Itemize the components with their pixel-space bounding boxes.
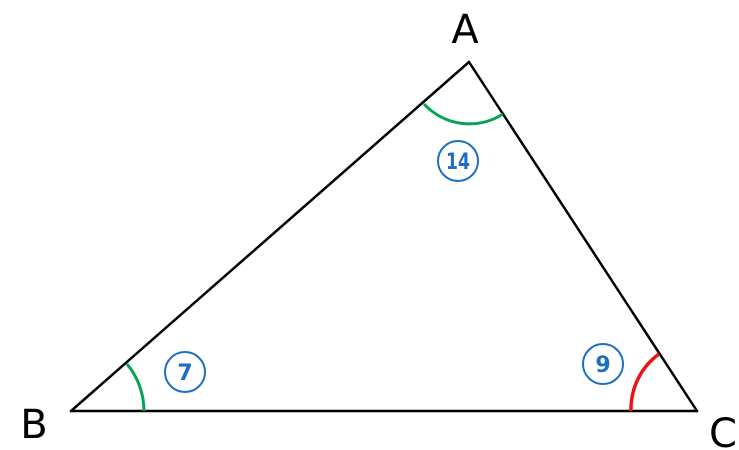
angle-number-b: 7 [177, 361, 192, 386]
vertex-label-b: B [20, 402, 47, 448]
side-ab [69, 60, 471, 413]
angle-marker-a: 14 [437, 140, 479, 182]
angle-arc-a [422, 102, 504, 126]
angle-arc-c [629, 352, 661, 412]
vertex-label-a: A [451, 7, 479, 53]
angle-circle-c [582, 343, 624, 385]
angle-circle-a [437, 140, 479, 182]
side-ac [467, 60, 699, 413]
angle-circle-b [164, 351, 206, 393]
angle-marker-b: 7 [164, 351, 206, 393]
angle-arc-b [125, 363, 146, 412]
angle-number-a: 14 [446, 150, 470, 175]
vertex-label-c: C [709, 411, 737, 450]
angle-marker-c: 9 [582, 343, 624, 385]
angle-number-c: 9 [595, 353, 610, 378]
